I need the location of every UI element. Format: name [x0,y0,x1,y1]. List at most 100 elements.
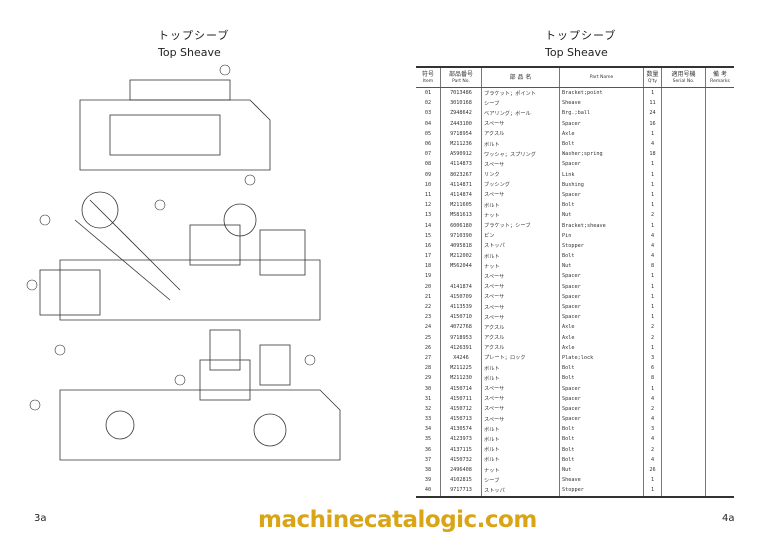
item-cell: 25 [416,332,441,343]
serial-cell [661,169,706,180]
item-cell: 37 [416,454,441,465]
qty-cell: 1 [643,271,662,282]
qty-cell: 4 [643,230,662,241]
item-cell: 08 [416,159,441,170]
item-cell: 21 [416,291,441,302]
item-cell: 12 [416,200,441,211]
part-no-cell: 4095818 [440,240,482,251]
qty-cell: 18 [643,149,662,160]
jp-name-cell: スペーサ [481,159,560,170]
qty-cell: 2 [643,332,662,343]
part-no-cell: M211236 [440,138,482,150]
item-cell: 03 [416,108,441,119]
jp-name-cell: シーブ [481,98,560,109]
header-jp: 部 品 名 [509,74,532,81]
item-cell: 10 [416,179,441,190]
item-cell: 27 [416,352,441,364]
part-name-cell: Spacer [559,189,644,201]
qty-cell: 24 [643,108,662,119]
part-no-cell: 4141874 [440,281,482,292]
serial-cell [661,200,706,211]
serial-cell [661,159,706,170]
remarks-cell [706,119,735,129]
part-no-cell: 9717713 [440,485,482,497]
part-no-cell: A590912 [440,149,482,160]
jp-name-cell: ボルト [481,251,560,262]
qty-cell: 2 [643,210,662,221]
part-no-cell: Z443100 [440,118,482,129]
part-name-cell: Axle [559,342,644,353]
qty-cell: 8 [643,373,662,384]
part-no-cell: 2496408 [440,464,482,476]
part-name-cell: Spacer [559,301,644,313]
remarks-cell [706,170,735,180]
item-cell: 17 [416,251,441,262]
column-header: 部 品 名 [481,67,560,88]
serial-cell [661,271,706,282]
header-jp: 備 考 [713,70,727,78]
part-no-cell: M211230 [440,373,482,384]
item-cell: 36 [416,444,441,455]
part-name-cell: Link [559,169,644,180]
item-cell: 22 [416,301,441,313]
serial-cell [661,393,706,404]
item-cell: 31 [416,393,441,404]
item-cell: 24 [416,322,441,333]
part-no-cell: 4150709 [440,291,482,302]
part-name-cell: Plate;lock [559,352,644,364]
remarks-cell [706,139,735,149]
part-name-cell: Bolt [559,424,644,435]
part-name-cell: Bolt [559,373,644,384]
item-cell: 15 [416,230,441,241]
serial-cell [661,444,706,455]
jp-name-cell: ボルト [481,200,560,211]
qty-cell: 1 [643,200,662,211]
part-name-cell: Spacer [559,383,644,394]
jp-name-cell: アクスル [481,128,560,139]
serial-cell [661,108,706,119]
part-name-cell: Bolt [559,363,644,374]
qty-cell: 1 [643,485,662,497]
remarks-cell [706,282,735,292]
qty-cell: 3 [643,424,662,435]
serial-cell [661,352,706,364]
serial-cell [661,485,706,497]
remarks-cell [706,424,735,434]
jp-name-cell: プレート；ロック [481,352,560,364]
remarks-cell [706,231,735,241]
item-cell: 34 [416,424,441,435]
header-en: Q'ty [647,78,658,84]
item-cell: 05 [416,128,441,139]
jp-name-cell: ボルト [481,454,560,465]
qty-cell: 4 [643,454,662,465]
item-cell: 07 [416,149,441,160]
part-name-cell: Pin [559,230,644,241]
part-no-cell: 4114871 [440,179,482,190]
remarks-cell [706,455,735,465]
qty-cell: 8 [643,261,662,272]
part-no-cell: 4137115 [440,444,482,455]
part-name-cell: Axle [559,332,644,343]
jp-name-cell: スペーサ [481,312,560,323]
remarks-cell [706,475,735,485]
qty-cell: 4 [643,138,662,150]
jp-name-cell: スペーサ [481,291,560,302]
part-name-cell: Spacer [559,159,644,170]
item-cell: 09 [416,169,441,180]
remarks-cell [706,200,735,210]
qty-cell: 1 [643,179,662,190]
remarks-cell [706,333,735,343]
part-no-cell: 4123973 [440,434,482,445]
title-jp: トップシーブ [545,29,617,42]
